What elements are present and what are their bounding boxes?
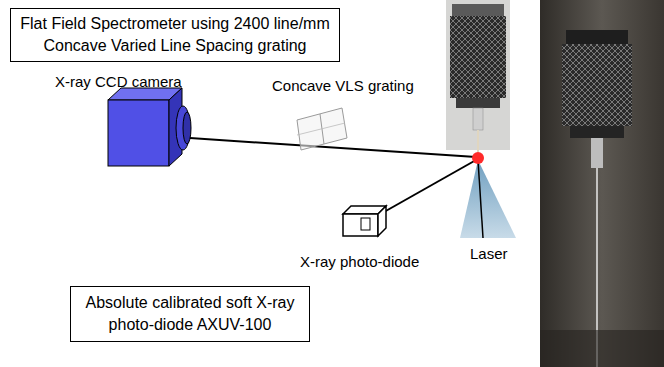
label-text: Concave VLS grating [272,77,414,94]
vls-grating [297,108,347,150]
text-box: Absolute calibrated soft X-ray photo-dio… [70,286,310,342]
plasma-spot [472,152,484,164]
part-label: X-ray photo-diode [300,253,419,271]
photo-diode [343,206,386,236]
part-label: X-ray CCD camera [55,73,182,91]
beam-lines [190,138,516,238]
text-box: Flat Field Spectrometer using 2400 line/… [10,8,340,62]
part-label: Concave VLS grating [272,77,414,95]
label-text: X-ray CCD camera [55,73,182,90]
part-label: Laser [470,245,508,263]
box-text: Absolute calibrated soft X-ray photo-dio… [79,292,301,336]
ccd-camera [108,88,191,166]
target-photo [446,0,510,152]
label-text: X-ray photo-diode [300,253,419,270]
chamber-photo [540,0,664,367]
box-text: Flat Field Spectrometer using 2400 line/… [19,13,331,57]
label-text: Laser [470,245,508,262]
